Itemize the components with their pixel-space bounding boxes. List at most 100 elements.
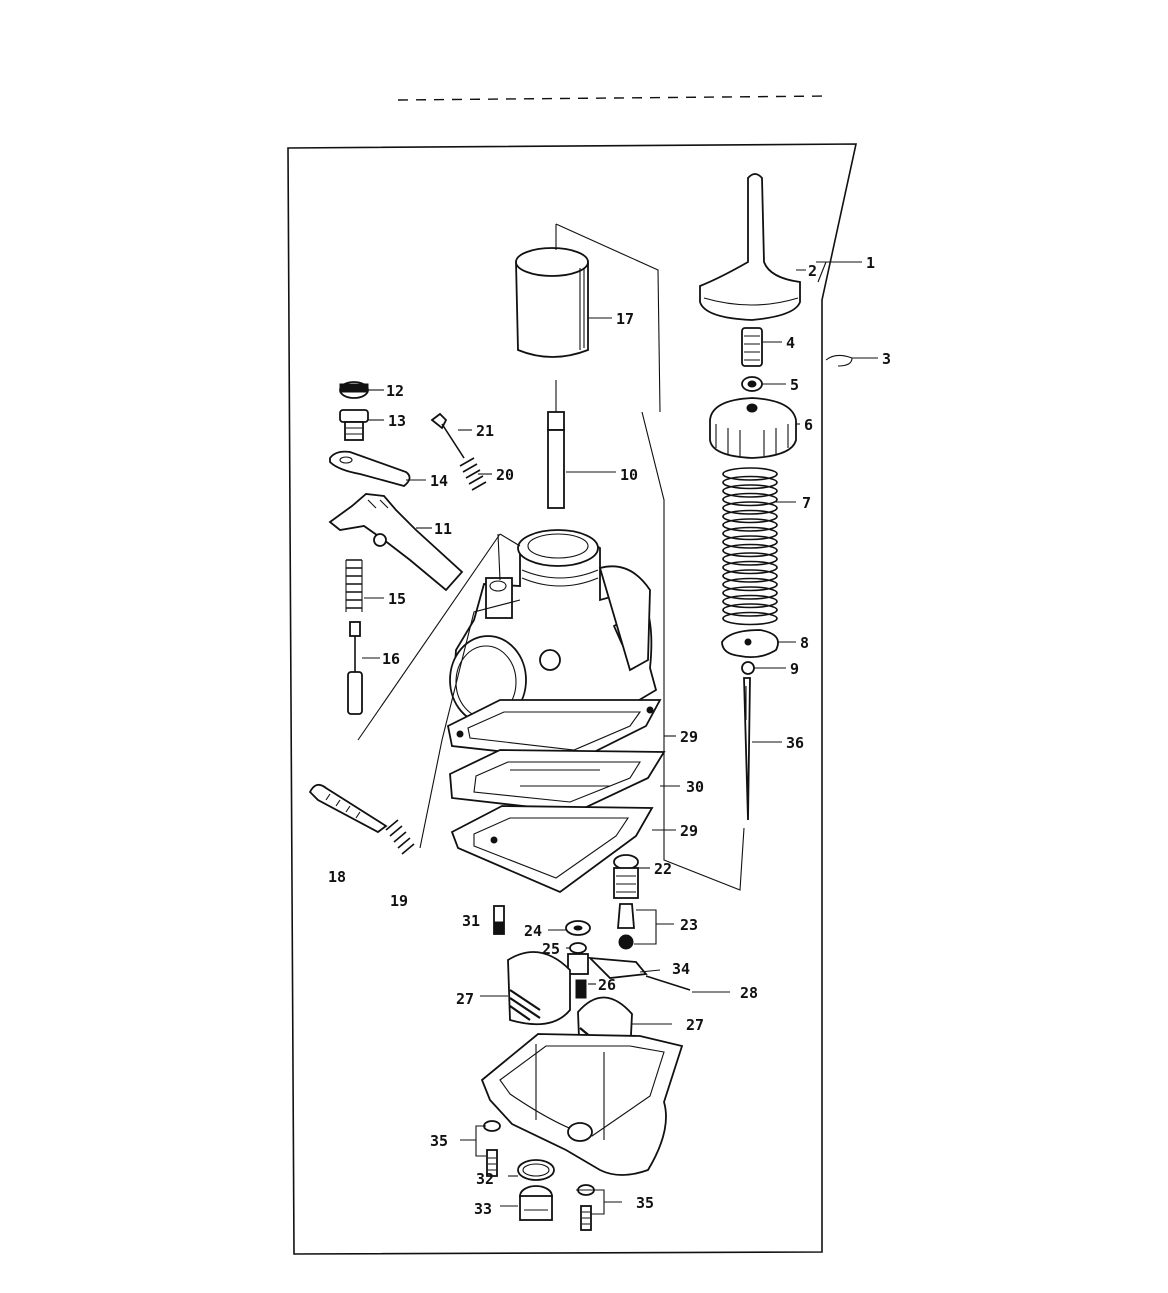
label-12: 12 (386, 382, 404, 400)
label-17: 17 (616, 310, 634, 328)
label-22: 22 (654, 860, 672, 878)
label-32: 32 (476, 1170, 494, 1188)
valve-seat-part (613, 854, 639, 899)
top-dash-line (397, 95, 831, 101)
drain-plug-part (519, 1185, 553, 1221)
spring-coil (722, 467, 778, 481)
washer-part (565, 920, 591, 936)
starter-plunger-part (347, 621, 363, 715)
spring-coil (722, 509, 778, 524)
label-27a: 27 (456, 990, 474, 1008)
spring-coil (722, 535, 778, 549)
ring-clip-part (825, 354, 853, 367)
label-33: 33 (474, 1200, 492, 1218)
label-5: 5 (790, 376, 799, 394)
throttle-valve-spring-part (722, 467, 778, 626)
label-11: 11 (434, 520, 452, 538)
starter-lever-plate-part (329, 450, 411, 487)
label-13: 13 (388, 412, 406, 430)
spring-coil (722, 569, 778, 583)
label-25: 25 (542, 940, 560, 958)
main-jet-part (567, 942, 589, 975)
spring-coil (722, 518, 778, 532)
leader-lines (362, 261, 878, 1215)
label-18: 18 (328, 868, 346, 886)
diagram-frame (287, 143, 857, 1255)
spring-coil (722, 552, 778, 566)
label-1: 1 (866, 254, 875, 272)
throttle-screw-part (308, 783, 388, 834)
float-pin-part (645, 975, 691, 991)
jet-needle-part (743, 677, 751, 821)
idle-screw-spring-part (459, 457, 487, 491)
throttle-screw-spring-part (385, 819, 415, 855)
spring-coil (722, 586, 778, 600)
label-27b: 27 (686, 1016, 704, 1034)
needle-jet-part (547, 411, 565, 509)
bolt-right-part (577, 1184, 595, 1231)
needle-clip-plate-part (721, 629, 779, 659)
spring-coil (722, 484, 778, 498)
label-4: 4 (786, 334, 795, 352)
spring-coil (722, 492, 778, 507)
mixing-chamber-top-part (699, 173, 801, 321)
cap-nut-part (339, 381, 369, 399)
label-36: 36 (786, 734, 804, 752)
drain-screw-part (483, 1120, 501, 1177)
spring-coil (722, 603, 778, 617)
guide-lines (357, 223, 747, 891)
spring-coil (722, 543, 778, 558)
label-28: 28 (740, 984, 758, 1002)
o-ring-part (517, 1159, 555, 1181)
label-8: 8 (800, 634, 809, 652)
needle-clip-part (741, 661, 755, 675)
label-31: 31 (462, 912, 480, 930)
label-10: 10 (620, 466, 638, 484)
label-15: 15 (388, 590, 406, 608)
carburetor-body-part (449, 529, 658, 741)
part-number-labels: 1 2 3 4 5 6 7 8 9 10 11 12 13 14 15 16 1… (328, 254, 891, 1218)
gasket-lower-part (450, 805, 654, 894)
plunger-spring-part (345, 559, 363, 612)
mixing-chamber-cap-part (709, 397, 797, 459)
starter-lever-part (328, 493, 464, 592)
label-23: 23 (680, 916, 698, 934)
label-29b: 29 (680, 822, 698, 840)
spring-coil (722, 526, 778, 541)
spring-coil (722, 594, 778, 609)
float-left-part (507, 951, 571, 1026)
spring-coil (722, 560, 778, 575)
label-19: 19 (390, 892, 408, 910)
label-35a: 35 (430, 1132, 448, 1150)
label-24: 24 (524, 922, 542, 940)
gasket-upper-part (446, 699, 662, 761)
float-chamber-part (480, 1033, 684, 1176)
float-chamber-plate-part (449, 749, 666, 813)
label-20: 20 (496, 466, 514, 484)
pilot-jet-part (493, 905, 505, 935)
label-7: 7 (802, 494, 811, 512)
label-14: 14 (430, 472, 448, 490)
spring-coil (722, 475, 778, 490)
throttle-valve-part (515, 247, 589, 358)
spring-coil (722, 501, 778, 515)
cable-adjuster-part (339, 409, 369, 441)
label-16: 16 (382, 650, 400, 668)
label-6: 6 (804, 416, 813, 434)
needle-jet-holder-part (575, 979, 587, 999)
throttle-stop-screw-part (741, 327, 763, 367)
float-valve-part (617, 903, 635, 950)
spring-coil (722, 577, 778, 592)
label-34: 34 (672, 960, 690, 978)
label-21: 21 (476, 422, 494, 440)
label-9: 9 (790, 660, 799, 678)
float-arm-part (587, 956, 648, 979)
label-29a: 29 (680, 728, 698, 746)
idle-screw-part (430, 412, 465, 459)
spring-coil (722, 611, 778, 626)
label-26: 26 (598, 976, 616, 994)
lock-nut-part (741, 376, 763, 392)
label-3: 3 (882, 350, 891, 368)
